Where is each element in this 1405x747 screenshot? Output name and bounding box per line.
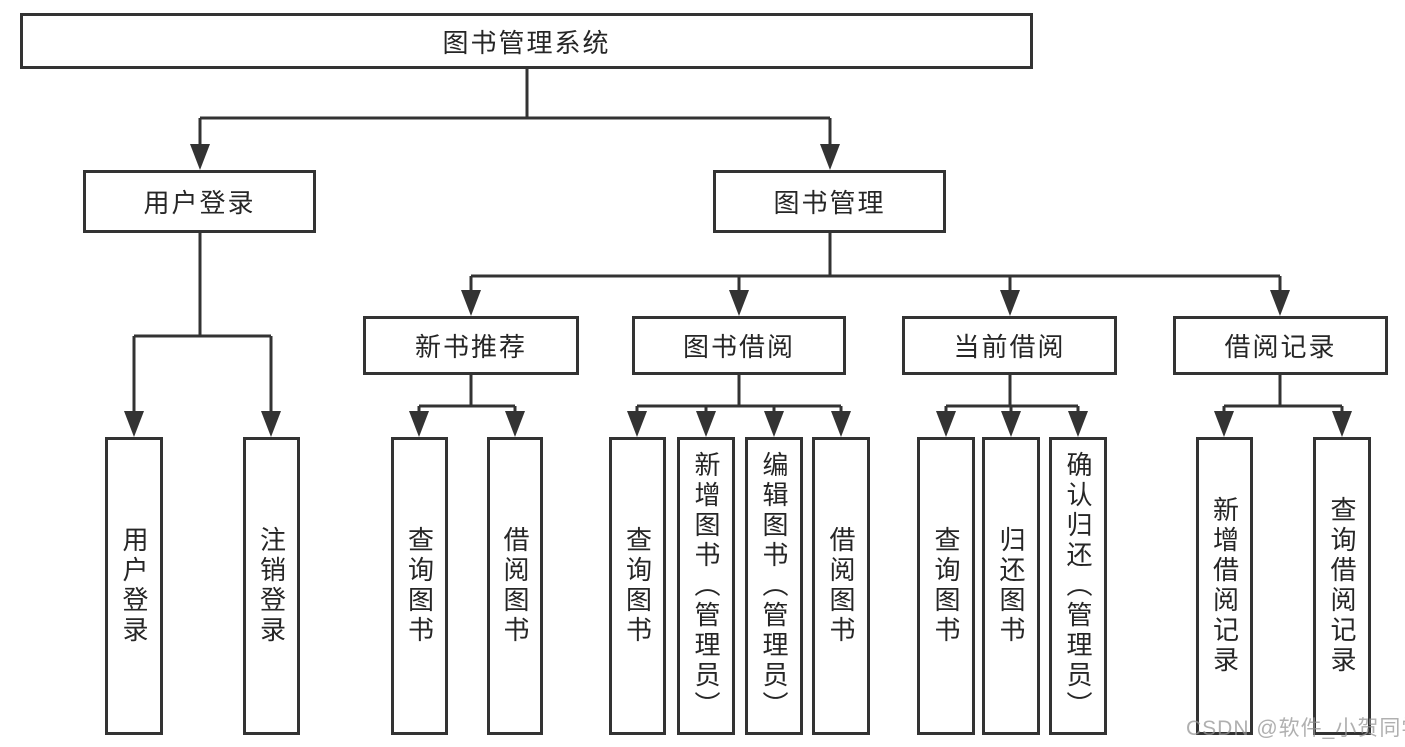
arrowhead-icon xyxy=(1000,290,1020,316)
arrowhead-icon xyxy=(696,411,716,437)
arrowhead-icon xyxy=(409,411,429,437)
leaf-add-borrow-record: 新增借阅记录 xyxy=(1196,437,1253,735)
arrowhead-icon xyxy=(831,411,851,437)
arrowhead-icon xyxy=(190,144,210,170)
leaf-query-books-2: 查询图书 xyxy=(609,437,666,735)
arrowhead-icon xyxy=(936,411,956,437)
leaf-borrow-books-1: 借阅图书 xyxy=(487,437,543,735)
arrowhead-icon xyxy=(627,411,647,437)
leaf-confirm-return-admin: 确认归还（管理员） xyxy=(1049,437,1107,735)
leaf-borrow-books-2: 借阅图书 xyxy=(812,437,870,735)
edge-arrowheads xyxy=(124,144,1352,437)
leaf-query-books-1: 查询图书 xyxy=(391,437,448,735)
arrowhead-icon xyxy=(461,290,481,316)
arrowhead-icon xyxy=(1332,411,1352,437)
arrowhead-icon xyxy=(505,411,525,437)
node-new-book-recommend: 新书推荐 xyxy=(363,316,579,375)
csdn-watermark: CSDN @软件_小贺同学 xyxy=(1186,717,1405,740)
node-book-borrow: 图书借阅 xyxy=(632,316,846,375)
arrowhead-icon xyxy=(1214,411,1234,437)
arrowhead-icon xyxy=(261,411,281,437)
leaf-user-login: 用户登录 xyxy=(105,437,163,735)
arrowhead-icon xyxy=(764,411,784,437)
arrowhead-icon xyxy=(729,290,749,316)
node-user-login: 用户登录 xyxy=(83,170,316,233)
leaf-return-book: 归还图书 xyxy=(982,437,1040,735)
leaf-query-borrow-record: 查询借阅记录 xyxy=(1313,437,1371,735)
leaf-query-books-3: 查询图书 xyxy=(917,437,975,735)
node-book-management: 图书管理 xyxy=(713,170,946,233)
node-current-borrow: 当前借阅 xyxy=(902,316,1117,375)
arrowhead-icon xyxy=(820,144,840,170)
arrowhead-icon xyxy=(124,411,144,437)
node-root-library-system: 图书管理系统 xyxy=(20,13,1033,69)
leaf-edit-book-admin: 编辑图书（管理员） xyxy=(745,437,803,735)
arrowhead-icon xyxy=(1001,411,1021,437)
node-borrow-records: 借阅记录 xyxy=(1173,316,1388,375)
arrowhead-icon xyxy=(1270,290,1290,316)
leaf-logout: 注销登录 xyxy=(243,437,300,735)
arrowhead-icon xyxy=(1068,411,1088,437)
leaf-add-book-admin: 新增图书（管理员） xyxy=(677,437,735,735)
